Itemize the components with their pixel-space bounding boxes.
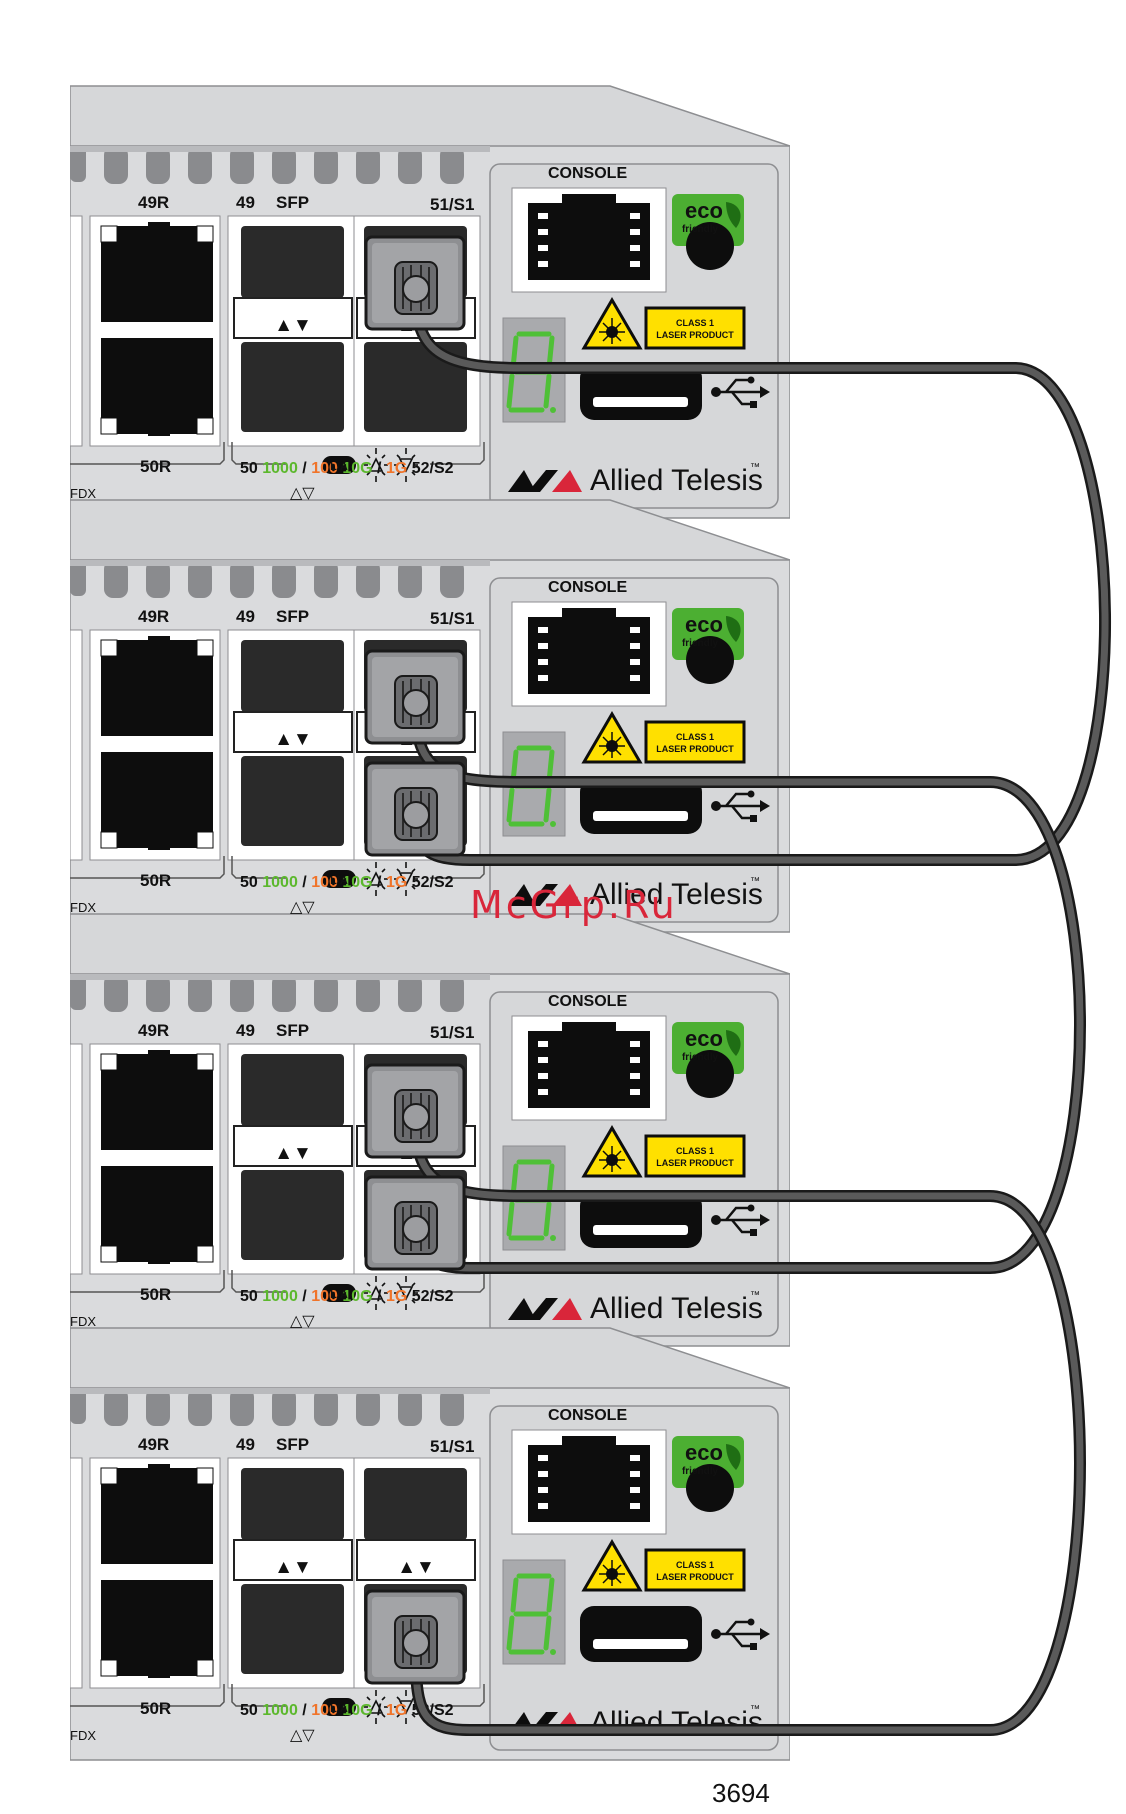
sfp-cable-plug-52: [364, 761, 466, 857]
eco-label: eco: [685, 1440, 723, 1465]
laser-label-line2: LASER PRODUCT: [656, 1572, 734, 1582]
friendly-label: friendly: [682, 224, 719, 235]
la-label: L/A: [330, 1289, 348, 1301]
brand-trademark: ™: [750, 1290, 760, 1301]
brand-name: Allied Telesis: [590, 1292, 763, 1325]
port-49r-label: 49R: [138, 607, 169, 626]
port-51-label: 51/S1: [430, 609, 474, 628]
sfp-cable-plug-51: [364, 235, 466, 331]
eco-label: eco: [685, 1026, 723, 1051]
la-label: L/A: [330, 461, 348, 473]
laser-label-line1: CLASS 1: [676, 1146, 714, 1156]
brand-name: Allied Telesis: [590, 878, 763, 911]
switch-4: [70, 1328, 790, 1760]
console-label: CONSOLE: [548, 1407, 627, 1424]
port-50-speed-legend: 50 1000 / 100 10G / 1G 52/S2: [240, 874, 454, 891]
link-arrows-outline: △▽: [290, 1727, 315, 1744]
laser-label-line2: LASER PRODUCT: [656, 330, 734, 340]
brand-trademark: ™: [750, 876, 760, 887]
laser-label-line1: CLASS 1: [676, 318, 714, 328]
link-arrows-49: ▲▼: [274, 315, 312, 336]
port-49-label: 49: [236, 193, 255, 212]
port-50-speed-legend: 50 1000 / 100 10G / 1G 52/S2: [240, 1702, 454, 1719]
port-49-label: 49: [236, 1021, 255, 1040]
link-arrows-51: ▲▼: [397, 1557, 435, 1578]
brand-name: Allied Telesis: [590, 464, 763, 497]
port-49r-label: 49R: [138, 1435, 169, 1454]
watermark: McGrp.Ru: [470, 883, 678, 927]
sfp-cable-plug-52: [364, 1175, 466, 1271]
sfp-label: SFP: [276, 193, 309, 212]
port-50r-label: 50R: [140, 457, 171, 476]
link-arrows-49: ▲▼: [274, 1557, 312, 1578]
console-label: CONSOLE: [548, 993, 627, 1010]
la-label: L/A: [330, 1703, 348, 1715]
sfp-cable-plug-52: [364, 1589, 466, 1685]
port-50r-label: 50R: [140, 1699, 171, 1718]
laser-label-line2: LASER PRODUCT: [656, 744, 734, 754]
fdx-label: FDX: [70, 1728, 96, 1743]
port-49-label: 49: [236, 1435, 255, 1454]
port-49-label: 49: [236, 607, 255, 626]
fdx-label: FDX: [70, 486, 96, 501]
link-arrows-49: ▲▼: [274, 1143, 312, 1164]
laser-label-line2: LASER PRODUCT: [656, 1158, 734, 1168]
sfp-label: SFP: [276, 1021, 309, 1040]
sfp-cable-plug-51: [364, 1063, 466, 1159]
port-51-label: 51/S1: [430, 195, 474, 214]
fdx-label: FDX: [70, 1314, 96, 1329]
cable-switch1-to-switch2: [412, 291, 1109, 864]
link-arrows-outline: △▽: [290, 485, 315, 502]
link-arrows-outline: △▽: [290, 899, 315, 916]
friendly-label: friendly: [682, 1052, 719, 1063]
sfp-cable-plug-51: [364, 649, 466, 745]
console-label: CONSOLE: [548, 579, 627, 596]
port-49r-label: 49R: [138, 1021, 169, 1040]
port-51-label: 51/S1: [430, 1437, 474, 1456]
la-label: L/A: [330, 875, 348, 887]
fdx-label: FDX: [70, 900, 96, 915]
eco-label: eco: [685, 612, 723, 637]
eco-label: eco: [685, 198, 723, 223]
laser-label-line1: CLASS 1: [676, 732, 714, 742]
port-50r-label: 50R: [140, 871, 171, 890]
console-label: CONSOLE: [548, 165, 627, 182]
sfp-label: SFP: [276, 1435, 309, 1454]
link-arrows-49: ▲▼: [274, 729, 312, 750]
port-51-label: 51/S1: [430, 1023, 474, 1042]
friendly-label: friendly: [682, 638, 719, 649]
port-49r-label: 49R: [138, 193, 169, 212]
sfp-label: SFP: [276, 607, 309, 626]
port-50-speed-legend: 50 1000 / 100 10G / 1G 52/S2: [240, 460, 454, 477]
port-50r-label: 50R: [140, 1285, 171, 1304]
link-arrows-outline: △▽: [290, 1313, 315, 1330]
figure-number: 3694: [712, 1778, 770, 1808]
laser-label-line1: CLASS 1: [676, 1560, 714, 1570]
brand-trademark: ™: [750, 462, 760, 473]
port-50-speed-legend: 50 1000 / 100 10G / 1G 52/S2: [240, 1288, 454, 1305]
brand-trademark: ™: [750, 1704, 760, 1715]
friendly-label: friendly: [682, 1466, 719, 1477]
